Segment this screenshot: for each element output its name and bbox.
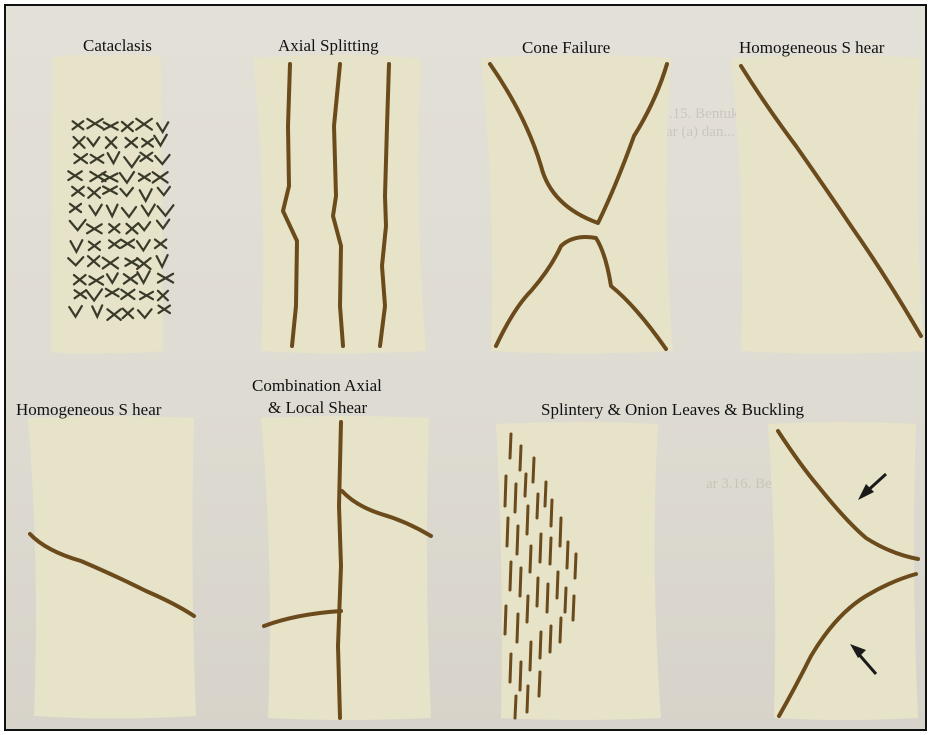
label-cataclasis: Cataclasis <box>83 36 152 56</box>
label-homogeneous-shear-bottom: Homogeneous S hear <box>16 400 161 420</box>
label-combination-line2: & Local Shear <box>268 398 367 418</box>
label-axial-splitting: Axial Splitting <box>278 36 379 56</box>
figure-frame: ar 3.15. Bentuk keruntuhan batuan.. shea… <box>4 4 927 731</box>
specimen-homogeneous-shear-top <box>731 55 924 354</box>
label-homogeneous-shear-top: Homogeneous S hear <box>739 38 884 58</box>
specimen-combination <box>261 416 431 720</box>
specimen-cone-failure <box>481 55 673 354</box>
specimen-buckling <box>768 422 918 720</box>
failure-modes-diagram <box>6 6 927 731</box>
label-splintery: Splintery & Onion Leaves & Buckling <box>541 400 804 420</box>
label-cone-failure: Cone Failure <box>522 38 610 58</box>
specimen-homogeneous-shear-bottom <box>28 416 196 719</box>
label-combination-line1: Combination Axial <box>252 376 382 396</box>
